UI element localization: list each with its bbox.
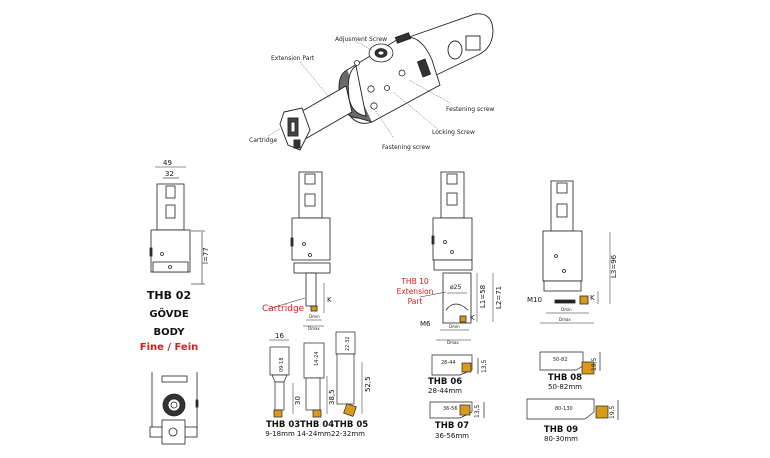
- boring-bar-thb06: [431, 354, 479, 376]
- thb08-code: THB 08: [547, 373, 583, 383]
- thb03-length: 30: [294, 396, 302, 405]
- thb07-range: 36-56mm: [435, 432, 469, 440]
- screws: [354, 60, 406, 110]
- body-dim-length: l=77: [202, 247, 210, 264]
- extension-head: [431, 171, 473, 324]
- thb04-range: 14-24mm: [297, 430, 331, 438]
- body-name-tr: GÖVDE: [149, 309, 189, 320]
- thb03-marking: 09-18: [279, 357, 285, 372]
- extension-label-line1: THB 10: [401, 277, 429, 286]
- large-bore-dmax: Dmax: [559, 317, 571, 322]
- extension-dmin: Dmin: [449, 324, 460, 329]
- extension-l2: L2=71: [495, 286, 503, 309]
- extension-l1: L1=58: [479, 285, 487, 308]
- thb03-range: 9-18mm: [265, 430, 295, 438]
- thb04-marking: 14-24: [314, 351, 320, 366]
- thb09-marking: 80-130: [555, 406, 573, 412]
- extension-k-label: K: [470, 314, 475, 322]
- body-drawing: [149, 183, 191, 273]
- thb07-marking: 36-56: [443, 406, 458, 412]
- large-bore-k-label: K: [590, 294, 595, 302]
- thb08-height: 19,5: [591, 357, 598, 371]
- extension-thread: M6: [420, 320, 431, 328]
- thb04-code: THB 04: [300, 420, 335, 430]
- thb05-length: 52,5: [364, 376, 372, 392]
- callout-cartridge: Cartridge: [249, 137, 277, 144]
- large-bore-dim-lines: [540, 232, 611, 324]
- large-bore-thread: M10: [527, 296, 542, 304]
- large-bore-l3: L3=96: [610, 254, 618, 278]
- thb06-height: 13,5: [481, 359, 488, 373]
- extension-part-label: THB 10 Extension Part: [388, 277, 442, 307]
- callout-fastening-screw-bottom: Fastening screw: [382, 144, 430, 151]
- extension-label-line2: Extension: [396, 287, 434, 296]
- boring-bar-thb03: [269, 346, 290, 418]
- body-name-en: BODY: [153, 327, 185, 338]
- small-bore-dmin: Dmin: [309, 314, 320, 319]
- large-bore-head: [542, 180, 589, 305]
- callout-fastening-screw-right: Festening screw: [446, 106, 494, 113]
- thb09-code: THB 09: [543, 425, 579, 435]
- body-dim-49: 49: [163, 159, 172, 167]
- boring-bar-thb09: [526, 398, 619, 420]
- thb06-range: 28-44mm: [428, 387, 462, 395]
- extension-dmax: Dmax: [447, 340, 459, 345]
- thb05-range: 22-32mm: [331, 430, 365, 438]
- extension-label-line3: Part: [407, 297, 423, 306]
- thb03-code: THB 03: [266, 420, 301, 430]
- body-dim-32: 32: [165, 170, 174, 178]
- callout-locking-screw: Locking Screw: [432, 129, 475, 136]
- body-variant: Fine / Fein: [139, 342, 199, 353]
- thb06-marking: 28-44: [441, 360, 456, 366]
- body-code: THB 02: [146, 289, 192, 302]
- small-bore-k-label: K: [327, 296, 332, 304]
- large-bore-dmin: Dmin: [561, 307, 572, 312]
- boring-bar-thb08: [539, 351, 601, 375]
- thb06-code: THB 06: [428, 377, 463, 387]
- small-bore-head: [290, 171, 331, 312]
- small-bar-dim-lines: [269, 339, 363, 414]
- thb05-marking: 22-32: [345, 336, 351, 351]
- cartridge: [279, 107, 311, 151]
- boring-bar-thb04: [303, 342, 325, 418]
- boring-bar-thb05: [335, 331, 357, 417]
- leader-lines: [267, 40, 451, 138]
- adjustment-dial: [368, 43, 394, 63]
- callout-extension-part: Extension Part: [271, 55, 315, 62]
- thb09-height: 19,5: [609, 405, 616, 419]
- body-front-view: [149, 372, 199, 445]
- thb09-range: 80-30mm: [544, 435, 578, 443]
- thb05-code: THB 05: [334, 420, 369, 430]
- small-bore-cartridge-label: Cartridge: [262, 304, 305, 314]
- thb07-height: 13,5: [474, 404, 481, 418]
- extension-dim-lines: [419, 273, 494, 341]
- callout-adjustment-screw: Adjusment Screw: [335, 36, 387, 43]
- thb08-range: 50-82mm: [548, 383, 582, 391]
- body-dimension-lines: [155, 166, 205, 285]
- small-bore-dmax: Dmax: [308, 326, 320, 331]
- thb04-length: 38,5: [328, 389, 336, 405]
- boring-bar-thb07: [429, 401, 485, 419]
- thb08-marking: 50-82: [553, 357, 568, 363]
- extension-diameter: ø25: [450, 284, 461, 291]
- small-bore-dim-lines: [267, 283, 325, 327]
- thb07-code: THB 07: [434, 421, 470, 431]
- thb03-width: 16: [275, 332, 284, 340]
